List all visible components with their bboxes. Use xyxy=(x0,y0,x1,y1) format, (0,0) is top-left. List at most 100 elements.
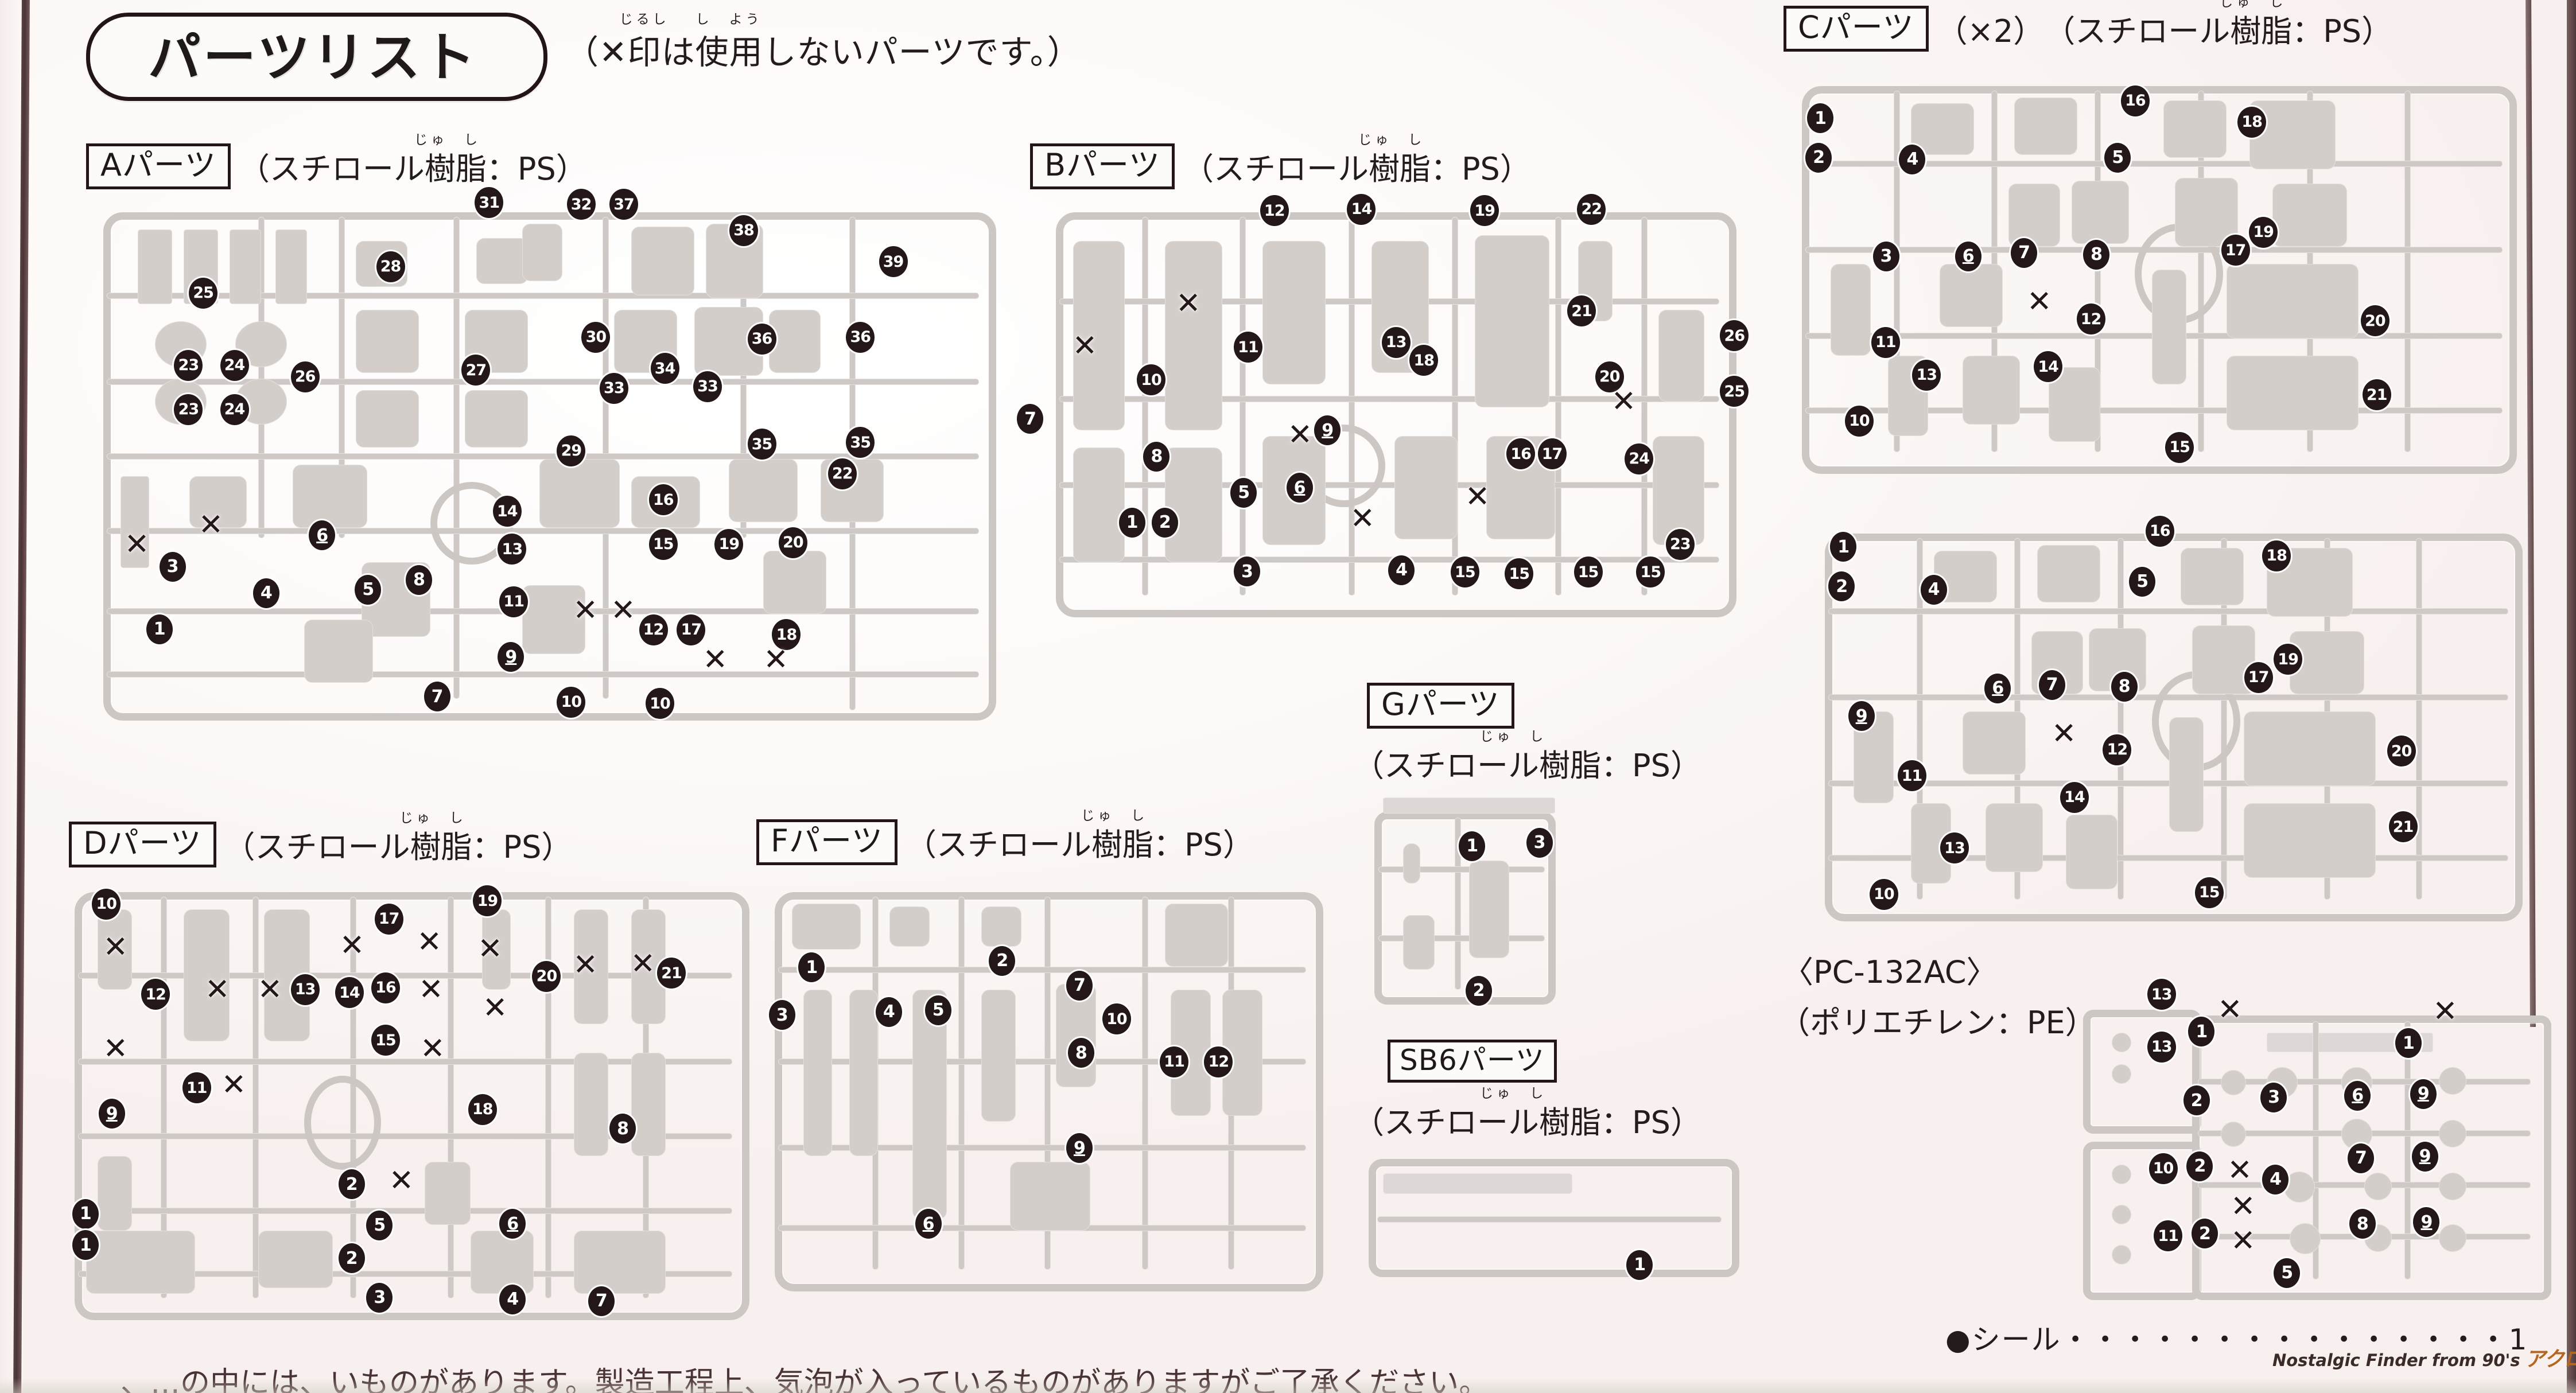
part-number-badge: 5 xyxy=(2129,566,2156,597)
unused-part-x-icon: ✕ xyxy=(1464,480,1490,515)
material-F: じゅ し （スチロール樹脂：PS） xyxy=(905,808,1254,863)
unused-part-x-icon: ✕ xyxy=(420,1032,445,1067)
part-number-badge: 17 xyxy=(2221,235,2250,266)
part-number-badge: 3 xyxy=(366,1282,393,1313)
material-D: じゅ し （スチロール樹脂：PS） xyxy=(224,811,573,865)
part-number-badge: 1 xyxy=(1118,507,1145,538)
part-number-badge: 16 xyxy=(371,972,400,1003)
unused-part-x-icon: ✕ xyxy=(388,1163,414,1198)
unused-part-x-icon: ✕ xyxy=(1072,329,1098,363)
unused-part-x-icon: ✕ xyxy=(103,929,129,964)
part-number-badge: 4 xyxy=(875,997,902,1027)
part-number-badge: 33 xyxy=(599,372,628,404)
part-number-badge: 15 xyxy=(1450,557,1479,588)
part-number-badge: 14 xyxy=(1347,193,1376,225)
unused-part-x-icon: ✕ xyxy=(482,990,508,1025)
unused-part-x-icon: ✕ xyxy=(1611,384,1637,419)
sprue-A xyxy=(86,207,996,723)
unused-part-x-icon: ✕ xyxy=(198,508,224,543)
part-number-badge: 19 xyxy=(1470,195,1499,227)
part-number-badge: 12 xyxy=(1260,195,1289,227)
part-number-badge: 11 xyxy=(1871,326,1900,358)
part-number-badge: 25 xyxy=(189,277,218,309)
material-SB6: じゅ し （スチロール樹脂：PS） xyxy=(1353,1086,1701,1141)
sprue-F xyxy=(769,886,1323,1291)
part-number-badge: 2 xyxy=(2186,1151,2213,1181)
part-number-badge: 6 xyxy=(499,1209,526,1239)
sprue-G xyxy=(1371,792,1567,1005)
part-number-badge: 1 xyxy=(2188,1017,2215,1047)
part-number-badge: 4 xyxy=(1920,574,1947,605)
part-number-badge: 23 xyxy=(174,349,203,381)
chip-F: Fパーツ xyxy=(756,819,897,866)
part-number-badge: 4 xyxy=(252,578,279,608)
material-B: じゅ し （スチロール樹脂：PS） xyxy=(1182,133,1531,187)
part-number-badge: 11 xyxy=(1160,1046,1189,1077)
unused-part-x-icon: ✕ xyxy=(2230,1224,2256,1259)
part-number-badge: 7 xyxy=(1017,404,1044,434)
part-number-badge: 18 xyxy=(2237,106,2267,138)
material-C: じゅ し （スチロール樹脂：PS） xyxy=(2044,0,2393,49)
material-G: じゅ し （スチロール樹脂：PS） xyxy=(1353,729,1701,784)
part-number-badge: 16 xyxy=(2120,85,2150,116)
unused-part-x-icon: ✕ xyxy=(418,972,444,1007)
sprue-B xyxy=(1050,207,1736,617)
unused-part-x-icon: ✕ xyxy=(205,972,230,1007)
unused-part-x-icon: ✕ xyxy=(1287,417,1313,452)
part-number-badge: 20 xyxy=(1595,361,1624,392)
part-number-badge: 4 xyxy=(499,1284,526,1314)
part-number-badge: 8 xyxy=(406,565,433,595)
part-number-badge: 1 xyxy=(72,1199,99,1229)
part-number-badge: 18 xyxy=(772,619,801,651)
part-number-badge: 7 xyxy=(2347,1143,2374,1173)
unused-part-x-icon: ✕ xyxy=(611,593,636,628)
part-number-badge: 11 xyxy=(2154,1220,2183,1252)
unused-part-x-icon: ✕ xyxy=(2217,992,2243,1027)
part-number-badge: 7 xyxy=(2038,670,2065,700)
chip-D: Dパーツ xyxy=(69,822,216,868)
part-number-badge: 15 xyxy=(648,528,678,560)
part-number-badge: 3 xyxy=(1872,241,1899,271)
part-number-badge: 10 xyxy=(557,686,586,718)
unused-part-x-icon: ✕ xyxy=(417,925,442,960)
part-number-badge: 10 xyxy=(92,888,121,920)
unused-part-x-icon: ✕ xyxy=(2026,284,2052,319)
part-number-badge: 8 xyxy=(609,1114,636,1144)
section-header-D: Dパーツ じゅ し （スチロール樹脂：PS） xyxy=(69,811,573,868)
part-number-badge: 7 xyxy=(2011,238,2038,268)
part-number-badge: 7 xyxy=(1066,970,1093,1001)
seal-line: ●シール・・・・・・・・・・・・・・・1 xyxy=(1945,1317,2528,1358)
part-number-badge: 13 xyxy=(290,974,320,1005)
chip-G: Gパーツ xyxy=(1367,683,1514,729)
material-A: じゅ し （スチロール樹脂：PS） xyxy=(238,133,587,187)
part-number-badge: 7 xyxy=(588,1286,615,1316)
seal-count: 1 xyxy=(2508,1323,2528,1356)
part-number-badge: 14 xyxy=(492,496,522,527)
section-header-SB6: SB6パーツ xyxy=(1388,1040,1557,1083)
chip-C: Cパーツ xyxy=(1784,6,1929,52)
part-number-badge: 22 xyxy=(1577,193,1606,225)
part-number-badge: 20 xyxy=(532,960,561,992)
part-number-badge: 2 xyxy=(1805,142,1832,173)
part-number-badge: 9 xyxy=(1066,1133,1093,1164)
unused-part-x-icon: ✕ xyxy=(2230,1189,2256,1224)
part-number-badge: 37 xyxy=(609,189,639,220)
watermark-logo: アクロマクロバー xyxy=(2524,1348,2576,1371)
part-number-badge: 18 xyxy=(2262,540,2291,571)
part-number-badge: 5 xyxy=(924,995,951,1025)
part-number-badge: 6 xyxy=(2344,1080,2371,1111)
part-number-badge: 7 xyxy=(423,682,450,711)
bottom-scan-band xyxy=(0,1378,2576,1393)
part-number-badge: 12 xyxy=(141,979,170,1010)
part-number-badge: 10 xyxy=(1844,405,1874,437)
ruby-shiyou: し よう使用 xyxy=(695,12,763,72)
section-header-G: Gパーツ xyxy=(1367,683,1514,729)
part-number-badge: 15 xyxy=(1573,557,1603,588)
part-number-badge: 34 xyxy=(650,353,679,384)
part-number-badge: 12 xyxy=(2076,303,2105,335)
part-number-badge: 2 xyxy=(989,945,1016,976)
unused-part-x-icon: ✕ xyxy=(124,527,150,562)
part-number-badge: 10 xyxy=(1137,364,1166,396)
unused-part-x-icon: ✕ xyxy=(702,642,728,677)
